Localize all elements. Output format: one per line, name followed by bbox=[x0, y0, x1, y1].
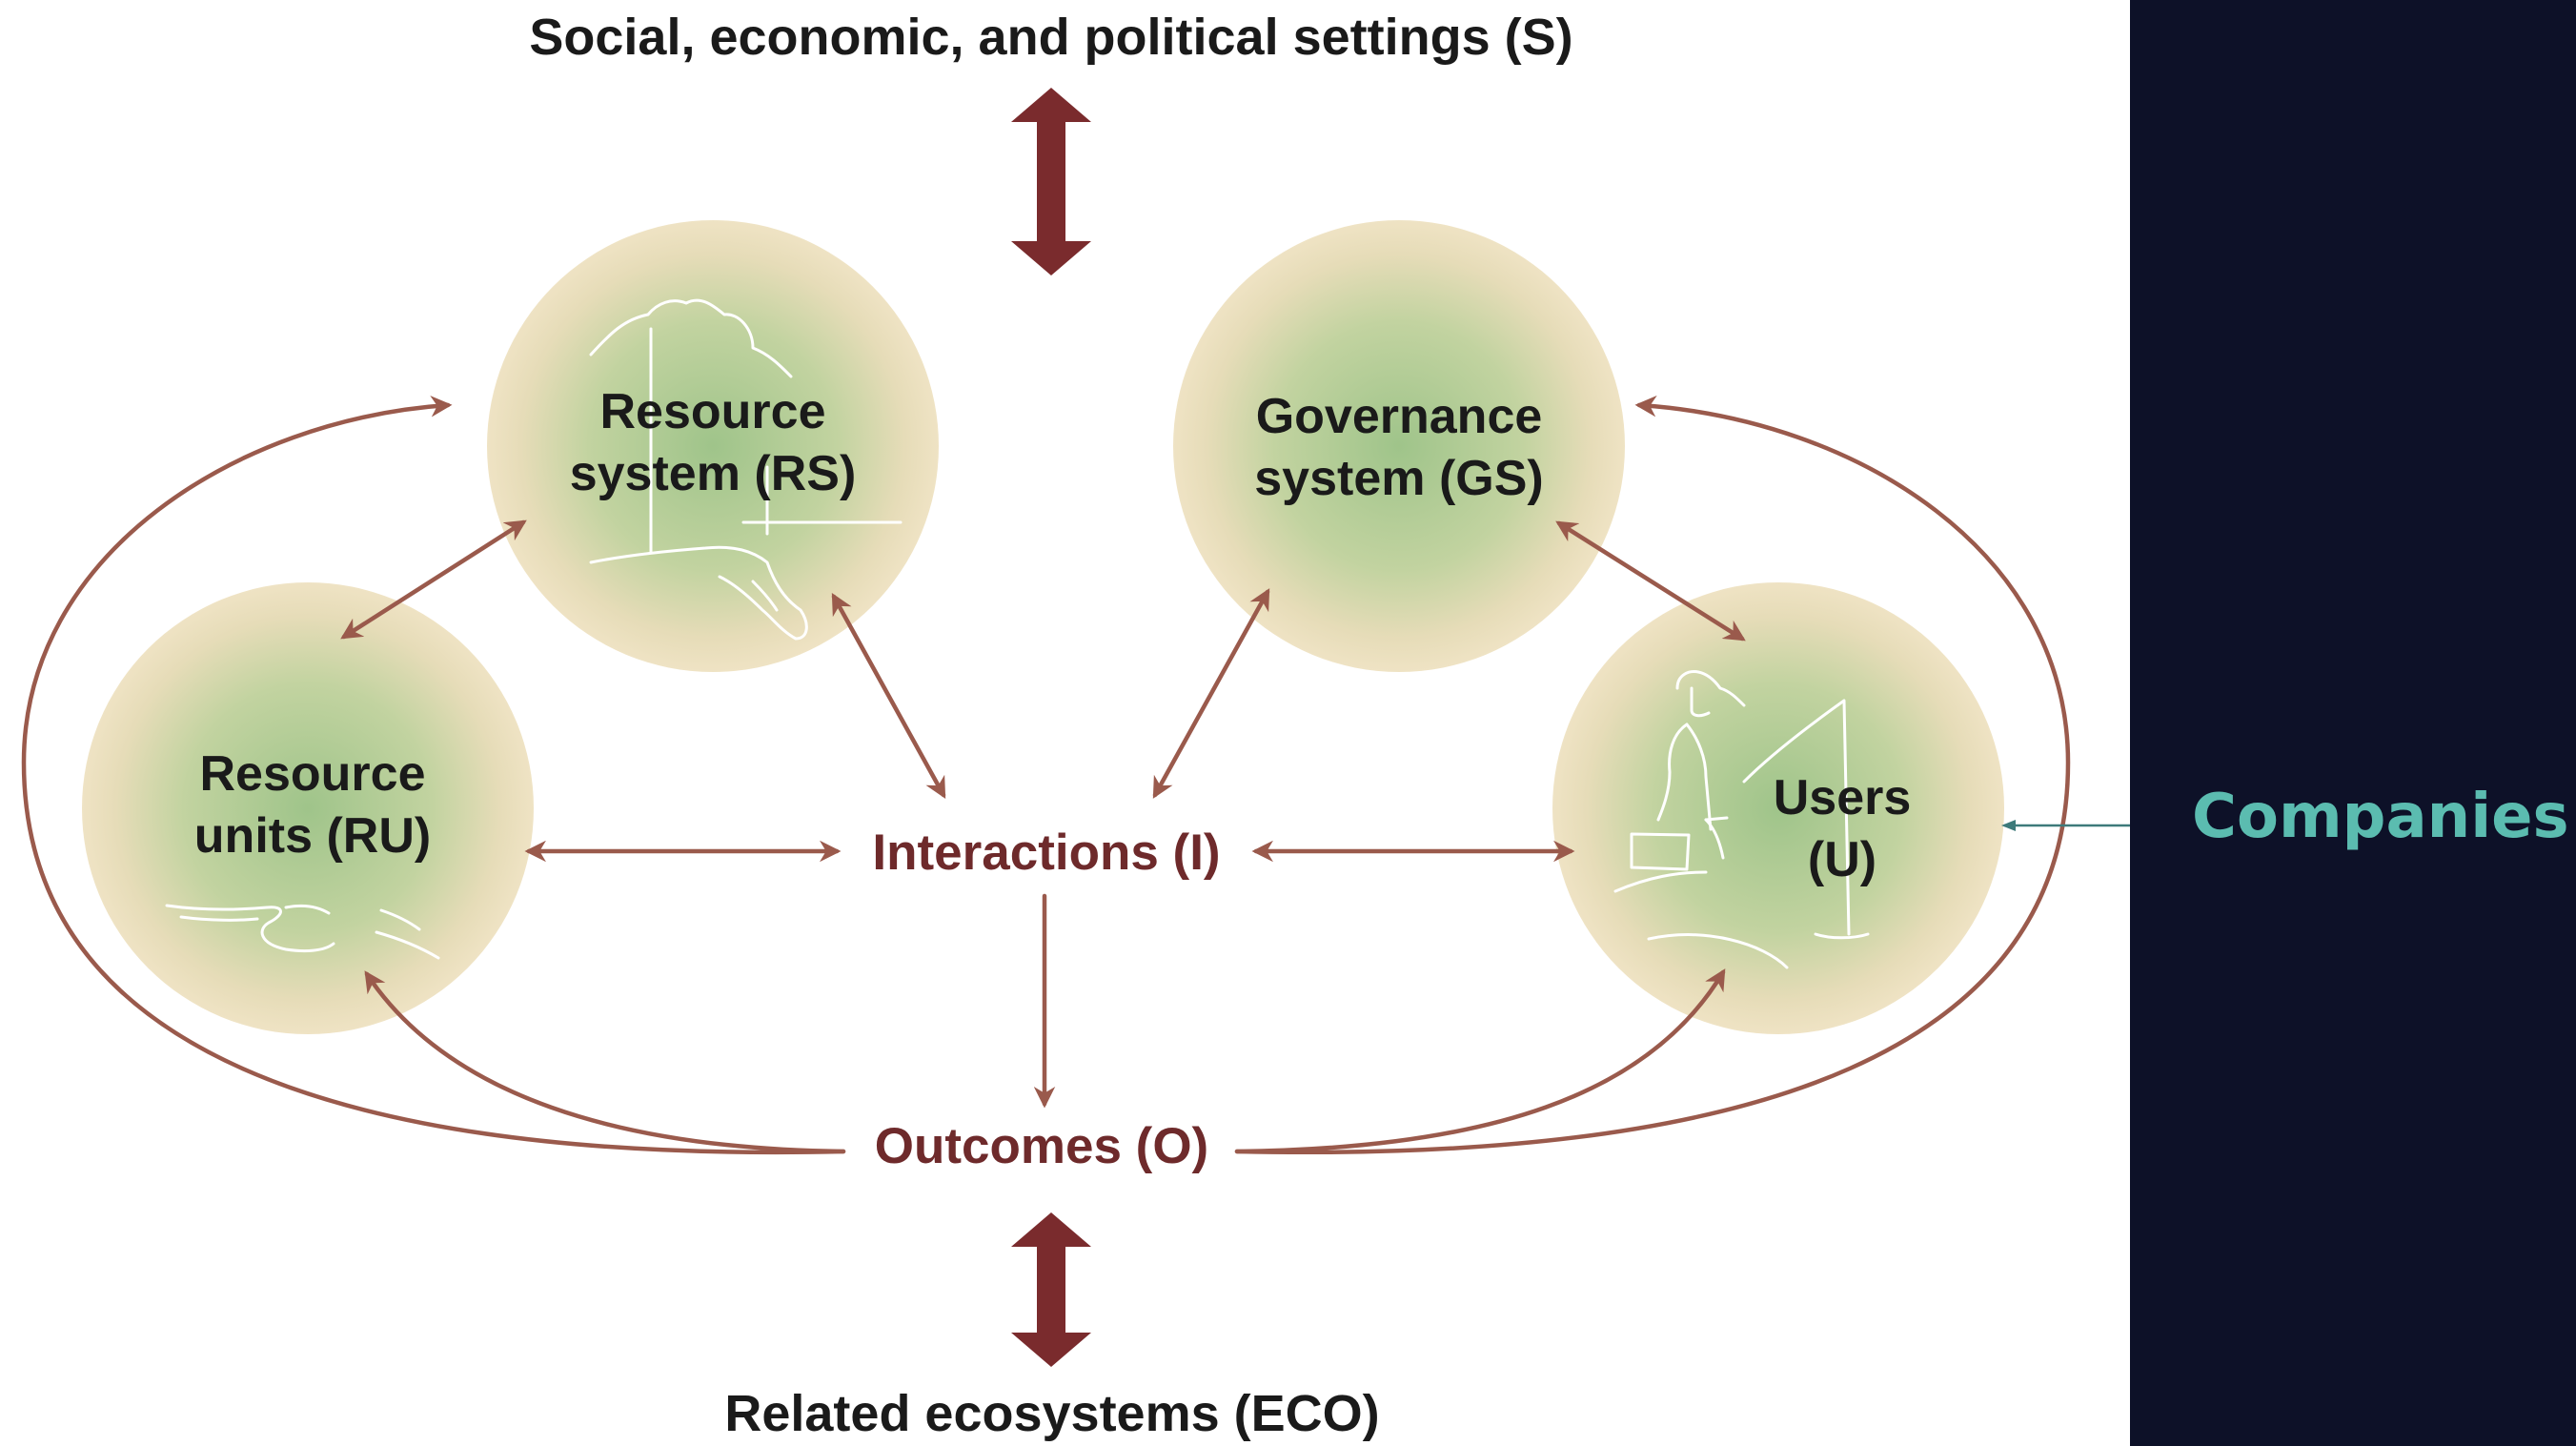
users-line1: Users bbox=[1773, 770, 1912, 825]
ecosystems-big-arrow bbox=[1011, 1212, 1091, 1367]
resource-units-line2: units (RU) bbox=[193, 808, 432, 864]
resource-system-line2: system (RS) bbox=[569, 446, 857, 501]
arrow-rs-ru bbox=[340, 519, 527, 640]
fisher-sketch-icon bbox=[1613, 670, 1870, 969]
arrow-gs-users bbox=[1555, 520, 1746, 642]
resource-system-line1: Resource bbox=[599, 384, 826, 439]
resource-units-label: Resource units (RU) bbox=[122, 743, 503, 867]
side-panel bbox=[2130, 0, 2576, 1446]
arrow-gs-interactions bbox=[1152, 588, 1270, 799]
arrow-rs-interactions bbox=[831, 593, 946, 799]
arrow-outcomes-gs-loop bbox=[1234, 395, 2071, 1155]
governance-system-line1: Governance bbox=[1255, 389, 1543, 444]
water-sketch-icon bbox=[165, 904, 440, 960]
governance-system-line2: system (GS) bbox=[1254, 451, 1544, 506]
ecosystems-label: Related ecosystems (ECO) bbox=[724, 1385, 1380, 1442]
governance-system-label: Governance system (GS) bbox=[1208, 386, 1590, 510]
interactions-label: Interactions (I) bbox=[872, 825, 1221, 881]
settings-big-arrow bbox=[1011, 88, 1091, 275]
settings-label: Social, economic, and political settings… bbox=[529, 9, 1573, 66]
arrow-outcomes-users bbox=[1234, 968, 1726, 1154]
users-label: Users (U) bbox=[1747, 767, 1937, 891]
map-sketch-icon bbox=[589, 298, 903, 641]
users-line2: (U) bbox=[1807, 832, 1877, 887]
resource-units-line1: Resource bbox=[199, 746, 426, 802]
companies-label: Companies bbox=[2192, 782, 2569, 852]
arrow-outcomes-rs-loop bbox=[21, 396, 846, 1155]
resource-system-circle bbox=[487, 220, 939, 672]
users-circle bbox=[1552, 582, 2004, 1034]
resource-system-label: Resource system (RS) bbox=[522, 381, 903, 505]
resource-units-circle bbox=[82, 582, 534, 1034]
governance-system-circle bbox=[1173, 220, 1625, 672]
arrow-outcomes-ru bbox=[364, 970, 846, 1154]
outcomes-label: Outcomes (O) bbox=[874, 1118, 1209, 1174]
